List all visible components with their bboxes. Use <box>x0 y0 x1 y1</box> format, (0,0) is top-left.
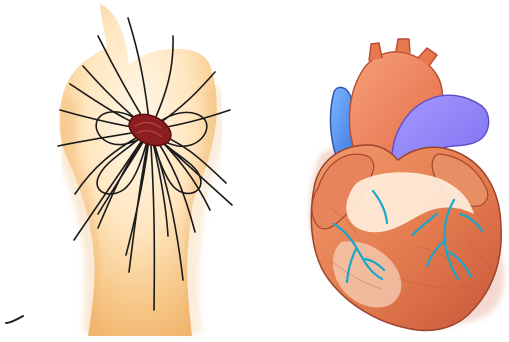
side-tick-mark <box>6 316 23 323</box>
heart-panel <box>310 39 504 330</box>
torso-panel <box>6 4 232 336</box>
